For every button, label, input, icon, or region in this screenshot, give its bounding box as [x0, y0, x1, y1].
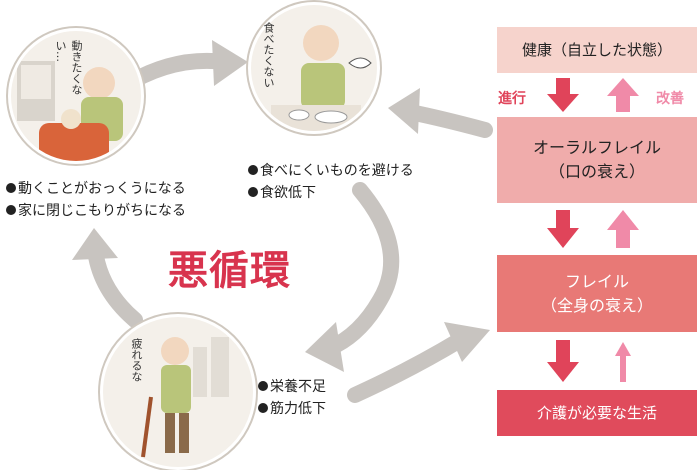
captions-inactive: 動くことがおっくうになる 家に閉じこもりがちになる — [6, 178, 186, 222]
handwritten-tired: 疲れるな — [130, 338, 143, 382]
arrow-tired-to-inactive-head — [72, 228, 118, 260]
down-arrow-red — [547, 78, 579, 112]
progression-arrows — [547, 78, 639, 382]
bullet-icon — [248, 187, 258, 197]
captions-tired: 栄養不足 筋力低下 — [258, 376, 326, 420]
down-arrow-red — [547, 340, 579, 382]
elderly-eating-illustration — [271, 25, 372, 131]
stage-frailty-sub: （全身の衰え） — [540, 295, 653, 315]
stage-care-needed: 介護が必要な生活 — [497, 390, 697, 436]
handwritten-eating: 食べたくない — [262, 22, 275, 88]
arrow-tired-to-frailty-head — [444, 322, 490, 362]
caption-line: 栄養不足 — [270, 379, 326, 395]
caption-line: 食欲低下 — [260, 185, 316, 201]
title-vicious-cycle: 悪循環 — [168, 247, 291, 294]
arrow-inactive-to-eating-head — [212, 40, 248, 86]
stage-frailty: フレイル （全身の衰え） — [497, 255, 697, 332]
down-arrow-red — [547, 210, 579, 248]
stage-oral-frailty: オーラルフレイル （口の衰え） — [497, 117, 697, 203]
up-arrow-pink — [607, 210, 639, 248]
label-improve: 改善 — [656, 91, 684, 107]
elderly-sitting-illustration — [17, 61, 123, 161]
caption-line: 筋力低下 — [270, 401, 326, 417]
bullet-icon — [258, 381, 268, 391]
captions-eating: 食べにくいものを避ける 食欲低下 — [248, 160, 414, 204]
bullet-icon — [248, 165, 258, 175]
illustration-eating — [248, 2, 380, 134]
caption-line: 家に閉じこもりがちになる — [18, 203, 186, 219]
label-progress: 進行 — [498, 91, 526, 107]
handwritten-inactive: 動きたくない… — [54, 40, 83, 95]
arrow-oral-to-eating — [402, 104, 493, 138]
up-arrow-pink — [607, 78, 639, 112]
bullet-icon — [258, 403, 268, 413]
arrow-oral-to-eating-head — [388, 88, 420, 134]
caption-line: 食べにくいものを避ける — [260, 163, 414, 179]
stage-healthy-label: 健康（自立した状態） — [521, 41, 672, 59]
arrow-tired-to-inactive — [87, 242, 143, 328]
illustration-tired — [100, 314, 256, 470]
arrow-eating-to-tired-head — [305, 322, 344, 372]
stage-oral-frailty-sub: （口の衰え） — [548, 162, 645, 181]
stage-frailty-label: フレイル — [564, 271, 629, 291]
up-arrow-pink-thin — [615, 342, 631, 382]
bullet-icon — [6, 183, 16, 193]
stage-oral-frailty-label: オーラルフレイル — [532, 138, 661, 157]
stage-healthy: 健康（自立した状態） — [497, 27, 697, 73]
caption-line: 動くことがおっくうになる — [18, 181, 186, 197]
stage-care-needed-label: 介護が必要な生活 — [536, 404, 657, 422]
bullet-icon — [6, 205, 16, 215]
arrow-tired-to-frailty — [347, 332, 468, 403]
illustration-inactive — [8, 28, 144, 164]
elderly-walking-illustration — [141, 337, 229, 458]
arrow-eating-to-tired — [322, 182, 400, 356]
